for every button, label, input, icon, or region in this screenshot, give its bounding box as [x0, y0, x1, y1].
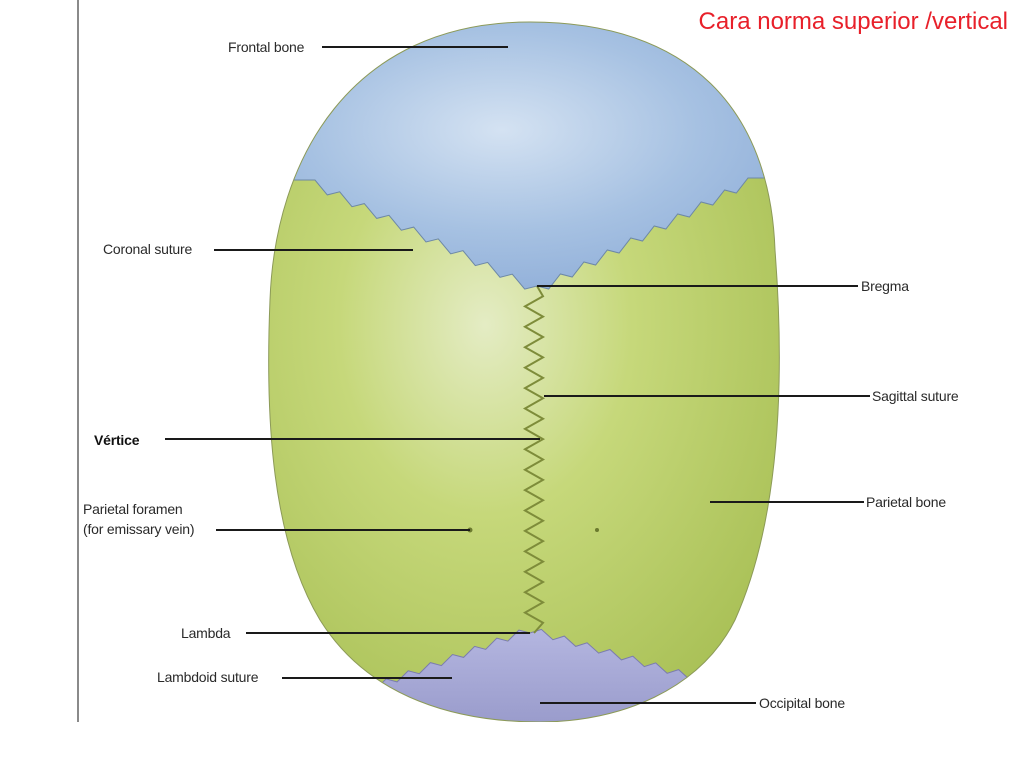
label-vertice: Vértice — [94, 432, 140, 448]
parietal-foramen-right — [595, 528, 599, 532]
label-parietal-bone: Parietal bone — [866, 494, 946, 510]
skull-outline — [268, 21, 780, 722]
label-lambda: Lambda — [181, 625, 231, 641]
frontal-bone-region — [268, 22, 780, 290]
slide-left-border — [77, 0, 79, 722]
label-sagittal-suture: Sagittal suture — [872, 388, 959, 404]
label-occipital-bone: Occipital bone — [759, 695, 845, 711]
label-lambdoid-suture: Lambdoid suture — [157, 669, 259, 685]
label-parietal-foramen-line1: Parietal foramen — [83, 501, 183, 517]
skull-superior-view-illustration — [165, 21, 870, 722]
label-coronal-suture: Coronal suture — [103, 241, 193, 257]
label-bregma: Bregma — [861, 278, 909, 294]
label-frontal-bone: Frontal bone — [228, 39, 305, 55]
sagittal-suture-line — [522, 285, 546, 634]
slide-title: Cara norma superior /vertical — [698, 8, 1008, 35]
label-parietal-foramen-line2: (for emissary vein) — [83, 521, 195, 537]
